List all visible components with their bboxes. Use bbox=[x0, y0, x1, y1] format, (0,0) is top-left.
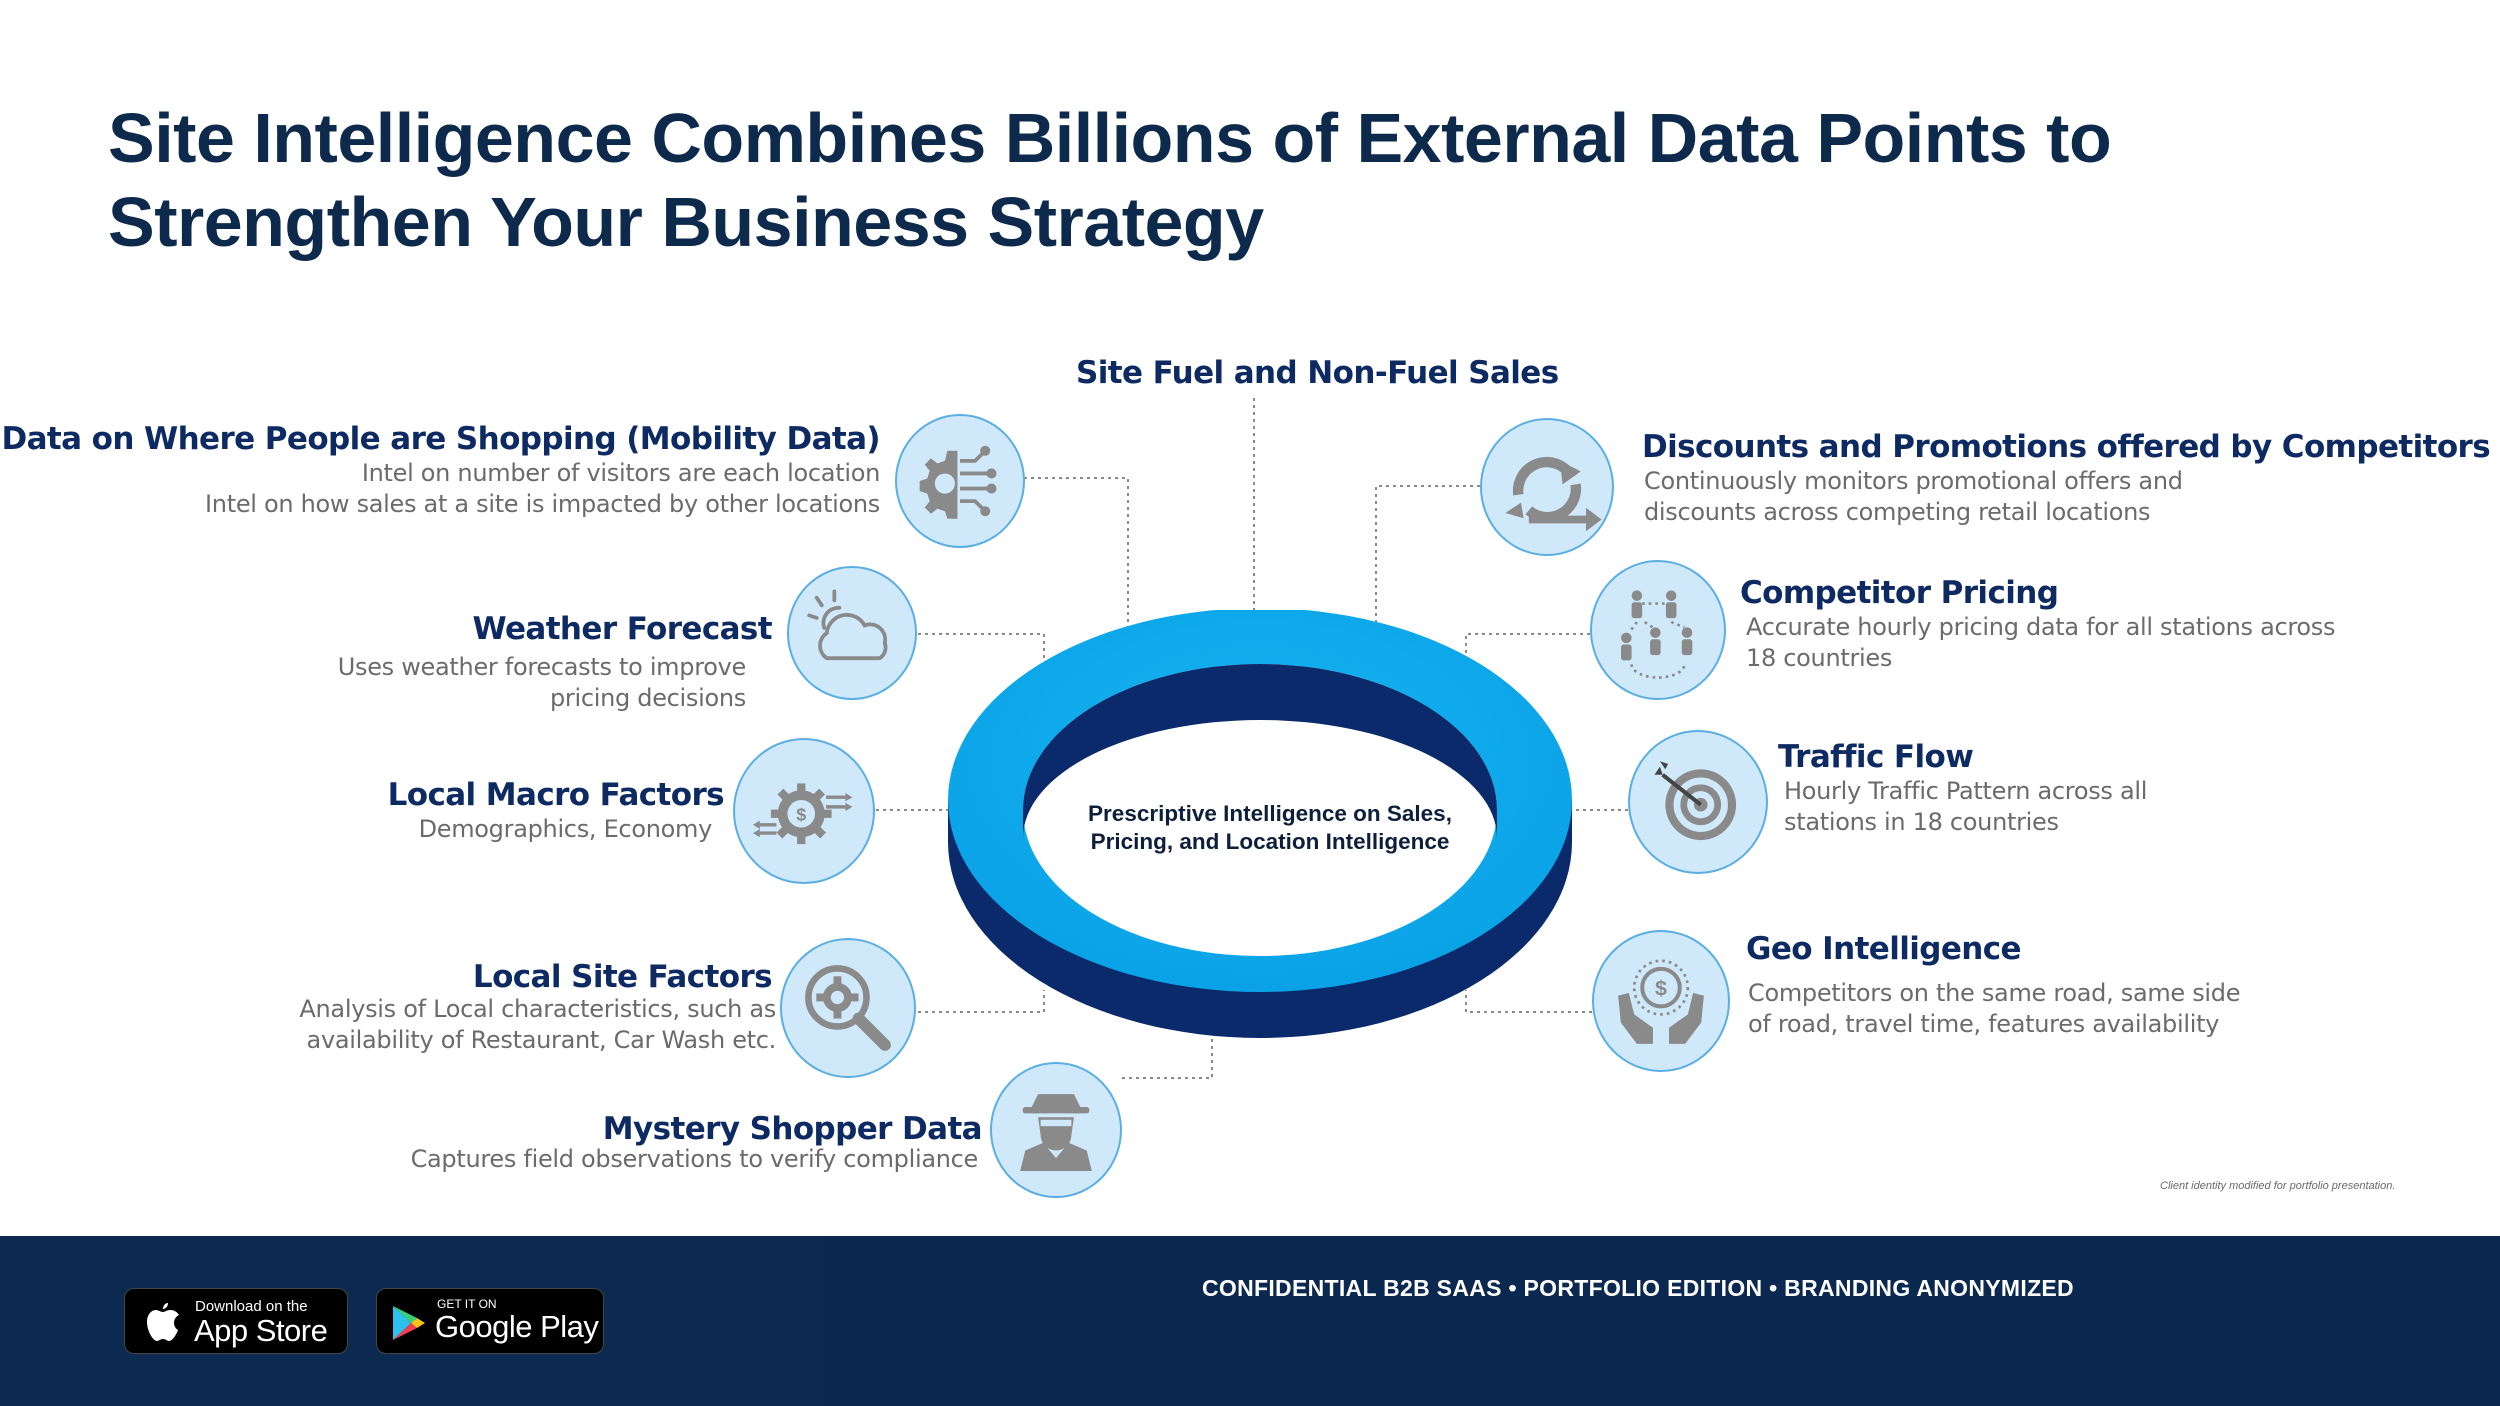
pricing-block: Competitor Pricing Accurate hourly prici… bbox=[1740, 574, 2336, 674]
magnifier-gear-icon bbox=[780, 938, 916, 1078]
people-network-icon bbox=[1590, 560, 1726, 700]
weather-heading: Weather Forecast bbox=[472, 611, 772, 647]
macro-line-1: Demographics, Economy bbox=[418, 815, 713, 843]
discounts-block: Discounts and Promotions offered by Comp… bbox=[1642, 428, 2491, 528]
site-fuel-sales-heading: Site Fuel and Non-Fuel Sales bbox=[1076, 355, 1559, 391]
pricing-line-1: Accurate hourly pricing data for all sta… bbox=[1746, 613, 2336, 641]
app-store-big: App Store bbox=[194, 1313, 328, 1348]
site-factors-heading: Local Site Factors bbox=[472, 959, 773, 995]
mobility-line-1: Intel on number of visitors are each loc… bbox=[361, 459, 880, 487]
discounts-line-2: discounts across competing retail locati… bbox=[1644, 498, 2151, 526]
center-label: Prescriptive Intelligence on Sales, Pric… bbox=[1030, 800, 1510, 856]
site-factors-heading-block: Local Site Factors bbox=[472, 958, 773, 996]
mobility-heading: Data on Where People are Shopping (Mobil… bbox=[1, 421, 880, 457]
hands-coin-icon: $ bbox=[1592, 930, 1730, 1072]
weather-desc: Uses weather forecasts to improve pricin… bbox=[337, 652, 747, 714]
traffic-heading: Traffic Flow bbox=[1778, 739, 1974, 775]
title-line-2: Strengthen Your Business Strategy bbox=[108, 183, 1264, 261]
footer-text: CONFIDENTIAL B2B SAAS • PORTFOLIO EDITIO… bbox=[1202, 1275, 2074, 1301]
app-store-small: Download on the bbox=[195, 1298, 308, 1315]
weather-line-1: Uses weather forecasts to improve bbox=[337, 653, 747, 681]
site-factors-line-1: Analysis of Local characteristics, such … bbox=[299, 995, 776, 1023]
geo-heading: Geo Intelligence bbox=[1746, 931, 2022, 967]
central-ring bbox=[948, 610, 1572, 1038]
discounts-line-1: Continuously monitors promotional offers… bbox=[1644, 467, 2183, 495]
footer-strip bbox=[825, 1236, 2500, 1406]
traffic-block: Traffic Flow Hourly Traffic Pattern acro… bbox=[1778, 738, 2147, 838]
mystery-block: Mystery Shopper Data bbox=[602, 1110, 983, 1148]
target-icon bbox=[1628, 730, 1768, 874]
app-store-badge[interactable]: Download on the App Store bbox=[124, 1288, 348, 1354]
google-play-badge[interactable]: GET IT ON Google Play bbox=[376, 1288, 604, 1354]
geo-desc: Competitors on the same road, same side … bbox=[1748, 978, 2241, 1040]
svg-text:$: $ bbox=[796, 805, 806, 825]
refresh-arrows-icon bbox=[1480, 418, 1614, 556]
dollar-gear-icon: $ bbox=[733, 738, 875, 884]
center-line-2: Pricing, and Location Intelligence bbox=[1090, 829, 1450, 854]
title-line-1: Site Intelligence Combines Billions of E… bbox=[108, 99, 2112, 177]
mystery-heading: Mystery Shopper Data bbox=[602, 1111, 983, 1147]
google-play-icon bbox=[393, 1306, 425, 1340]
google-play-big: Google Play bbox=[435, 1309, 599, 1344]
page-title: Site Intelligence Combines Billions of E… bbox=[108, 96, 2308, 264]
center-line-1: Prescriptive Intelligence on Sales, bbox=[1088, 801, 1452, 826]
pricing-line-2: 18 countries bbox=[1746, 644, 1893, 672]
discounts-heading: Discounts and Promotions offered by Comp… bbox=[1642, 429, 2491, 465]
geo-heading-block: Geo Intelligence bbox=[1746, 930, 2022, 968]
geo-line-2: of road, travel time, features availabil… bbox=[1748, 1010, 2220, 1038]
macro-block: Local Macro Factors Demographics, Econom… bbox=[387, 776, 725, 845]
mobility-line-2: Intel on how sales at a site is impacted… bbox=[205, 490, 880, 518]
portfolio-note: Client identity modified for portfolio p… bbox=[2160, 1180, 2396, 1192]
weather-line-2: pricing decisions bbox=[549, 684, 746, 712]
google-play-small: GET IT ON bbox=[437, 1297, 497, 1311]
traffic-line-1: Hourly Traffic Pattern across all bbox=[1784, 777, 2148, 805]
weather-block: Weather Forecast bbox=[472, 610, 772, 648]
svg-text:$: $ bbox=[1655, 977, 1667, 1001]
mobility-data-block: Data on Where People are Shopping (Mobil… bbox=[1, 420, 880, 520]
macro-heading: Local Macro Factors bbox=[387, 777, 725, 813]
geo-line-1: Competitors on the same road, same side bbox=[1748, 979, 2241, 1007]
site-factors-line-2: availability of Restaurant, Car Wash etc… bbox=[306, 1026, 777, 1054]
site-factors-desc: Analysis of Local characteristics, such … bbox=[299, 994, 776, 1056]
mystery-line-1: Captures field observations to verify co… bbox=[410, 1145, 979, 1173]
sun-cloud-icon bbox=[787, 566, 917, 700]
gear-circuit-icon bbox=[895, 414, 1025, 548]
apple-icon bbox=[147, 1303, 179, 1341]
spy-icon bbox=[990, 1062, 1122, 1198]
traffic-line-2: stations in 18 countries bbox=[1784, 808, 2059, 836]
mystery-desc: Captures field observations to verify co… bbox=[410, 1144, 979, 1175]
pricing-heading: Competitor Pricing bbox=[1740, 575, 2059, 611]
